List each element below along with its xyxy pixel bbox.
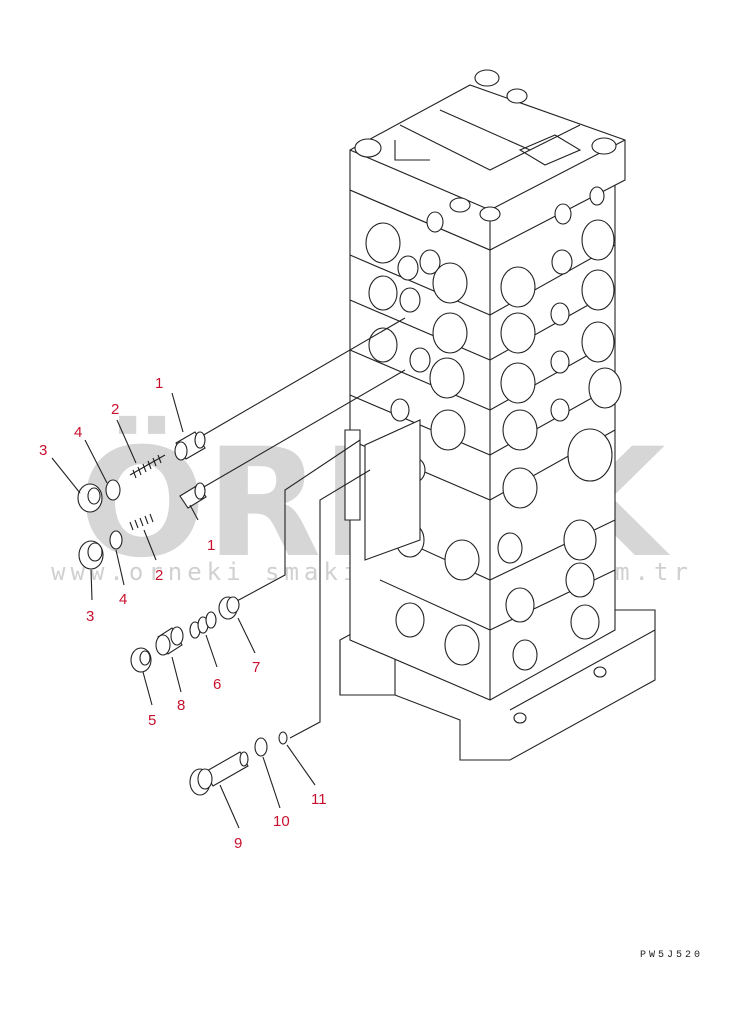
part-fitting-9 — [189, 751, 249, 796]
valve-assembly — [339, 69, 656, 761]
part-plug-5 — [130, 647, 152, 673]
drawing-code: PW5J520 — [640, 950, 703, 961]
part-spring-6 — [189, 611, 217, 639]
callout-1-upper: 1 — [155, 375, 163, 392]
part-8 — [155, 626, 184, 656]
callout-4-upper: 4 — [74, 424, 82, 441]
part-sleeve-1b — [179, 482, 207, 509]
part-spring-2b — [129, 513, 154, 531]
part-oring-10 — [254, 737, 268, 757]
part-oring-4b — [109, 530, 123, 550]
part-spring-2a — [129, 454, 166, 479]
callout-9: 9 — [234, 835, 242, 852]
callout-5: 5 — [148, 712, 156, 729]
callout-2-upper: 2 — [111, 401, 119, 418]
part-oring-4a — [105, 479, 121, 501]
callout-1-lower: 1 — [207, 537, 215, 554]
callout-3-lower: 3 — [86, 608, 94, 625]
callouts: 1 2 3 4 1 2 3 4 5 6 7 8 9 10 11 — [39, 375, 327, 852]
parts — [77, 431, 288, 796]
part-plug-3b — [78, 540, 104, 570]
callout-2-lower: 2 — [155, 567, 163, 584]
callout-leaders — [51, 392, 316, 829]
callout-11: 11 — [311, 791, 327, 808]
callout-10: 10 — [273, 813, 290, 830]
part-sleeve-1a — [174, 431, 206, 461]
callout-8: 8 — [177, 697, 185, 714]
leader-lines — [189, 317, 406, 739]
callout-6: 6 — [213, 676, 221, 693]
part-plug-3a — [77, 483, 103, 513]
part-oring-11 — [278, 731, 288, 745]
callout-7: 7 — [252, 659, 260, 676]
callout-3-upper: 3 — [39, 442, 47, 459]
part-seat-7 — [218, 596, 240, 620]
callout-4-lower: 4 — [119, 591, 127, 608]
